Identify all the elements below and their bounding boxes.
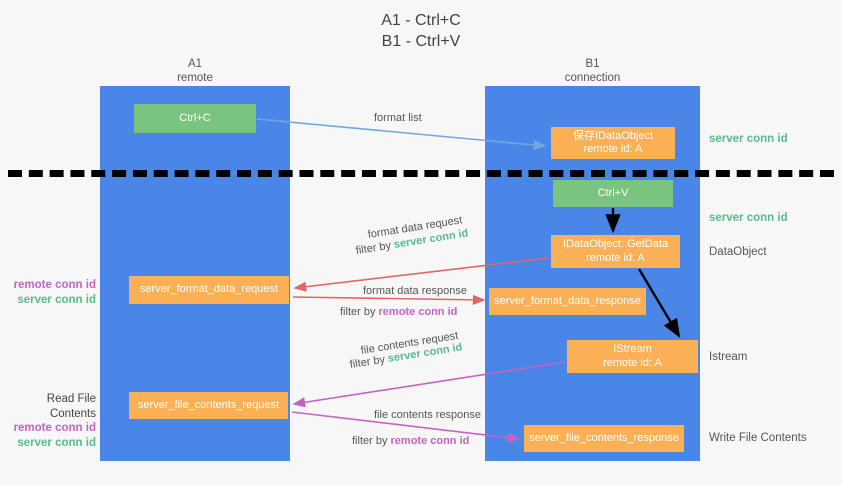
annotation-server-conn-id-middle: server conn id xyxy=(17,293,96,306)
node-save-idataobject[interactable]: 保存IDataObject remote id: A xyxy=(551,127,675,159)
node-ctrl-c[interactable]: Ctrl+C xyxy=(134,104,256,133)
node-server-format-data-response[interactable]: server_format_data_response xyxy=(489,288,646,315)
annotation-dataobject: DataObject xyxy=(709,246,767,258)
annotation-server-conn-id-bottom: server conn id xyxy=(17,436,96,449)
filter-prefix: filter by xyxy=(340,306,379,318)
edge-label-file-contents-response: file contents response xyxy=(374,409,482,421)
node-istream[interactable]: IStream remote id: A xyxy=(567,340,698,373)
edge-label-format-data-response: format data response xyxy=(363,285,467,297)
node-ctrl-v[interactable]: Ctrl+V xyxy=(553,180,673,207)
edge-label-format-data-response-filter: filter by remote conn id xyxy=(340,305,457,319)
filter-value-remote-conn-id: remote conn id xyxy=(378,306,458,318)
annotation-write-file-contents: Write File Contents xyxy=(709,432,807,444)
annotation-remote-conn-id-middle: remote conn id xyxy=(13,279,96,291)
annotation-read-file-contents-group: Read File Contents remote conn id server… xyxy=(0,392,96,450)
lane-header-a1: A1 remote xyxy=(177,58,213,84)
filter-prefix: filter by xyxy=(354,239,395,258)
node-server-file-contents-request[interactable]: server_file_contents_request xyxy=(129,392,288,419)
filter-prefix: filter by xyxy=(352,435,391,447)
edge-label-format-list: format list xyxy=(374,112,422,124)
filter-value-remote-conn-id: remote conn id xyxy=(390,435,470,447)
filter-prefix: filter by xyxy=(348,353,389,372)
phase-divider xyxy=(8,170,834,177)
annotation-read-file-contents: Read File Contents xyxy=(46,393,96,420)
annotation-server-conn-id-second: server conn id xyxy=(709,212,788,224)
annotation-istream: Istream xyxy=(709,351,748,363)
edge-label-file-contents-response-filter: filter by remote conn id xyxy=(352,434,469,448)
node-idataobject-getdata[interactable]: IDataObject::GetData remote id: A xyxy=(551,235,680,268)
annotation-conn-ids-middle: remote conn id server conn id xyxy=(0,278,96,307)
annotation-server-conn-id-top: server conn id xyxy=(709,133,788,145)
annotation-remote-conn-id-bottom: remote conn id xyxy=(13,422,96,434)
node-server-file-contents-response[interactable]: server_file_contents_response xyxy=(524,425,684,452)
lane-header-b1: B1 connection xyxy=(564,58,621,84)
page-title: A1 - Ctrl+C B1 - Ctrl+V xyxy=(381,12,461,50)
node-server-format-data-request[interactable]: server_format_data_request xyxy=(129,276,289,304)
